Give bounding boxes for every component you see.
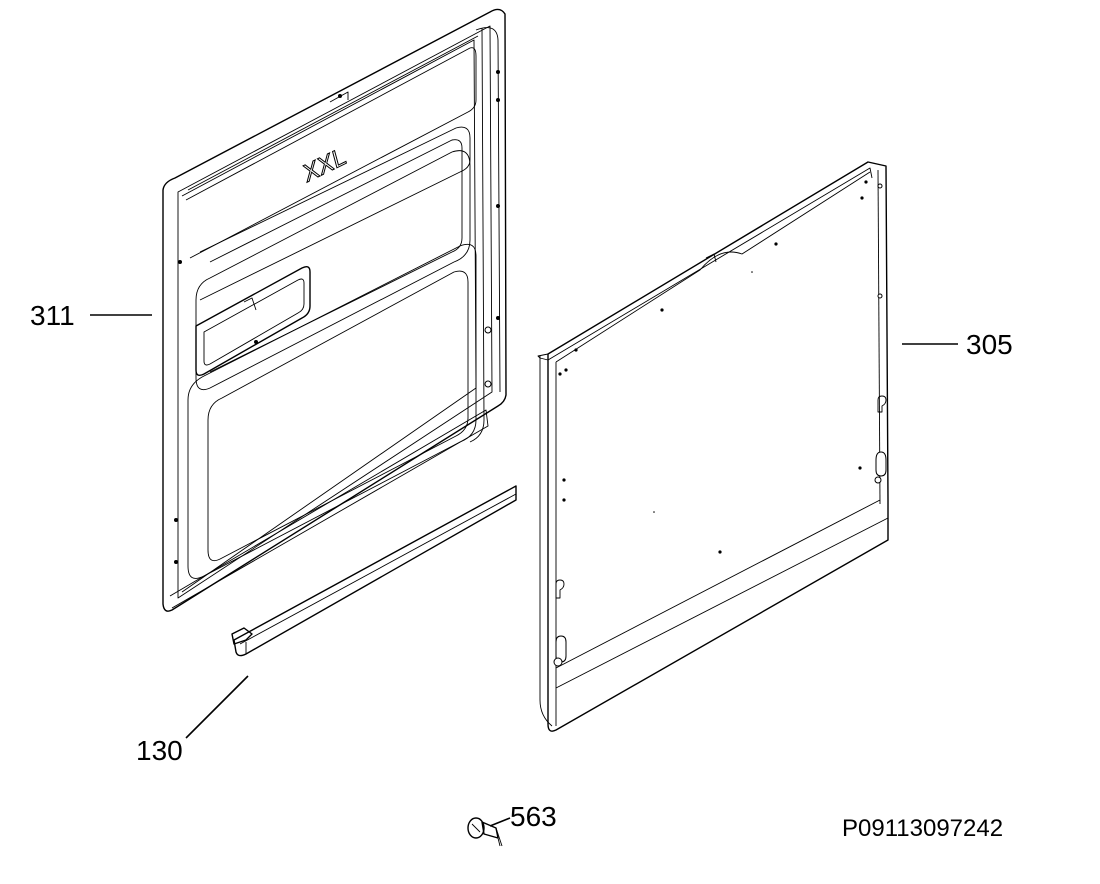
leader-130 xyxy=(185,675,249,739)
bottom-seal-strip-130[interactable] xyxy=(231,485,517,657)
callout-563[interactable]: 563 xyxy=(510,801,557,832)
drawing-code: P09113097242 xyxy=(842,815,1003,842)
outer-door-panel-305[interactable] xyxy=(537,161,889,732)
callout-311[interactable]: 311 xyxy=(30,300,75,331)
inner-door-panel-311[interactable]: XXL xyxy=(162,8,507,612)
callout-130[interactable]: 130 xyxy=(136,735,183,766)
embossed-logo: XXL xyxy=(297,143,351,188)
callout-305[interactable]: 305 xyxy=(966,329,1013,360)
leader-563 xyxy=(489,817,511,827)
screw-563[interactable] xyxy=(467,817,503,847)
